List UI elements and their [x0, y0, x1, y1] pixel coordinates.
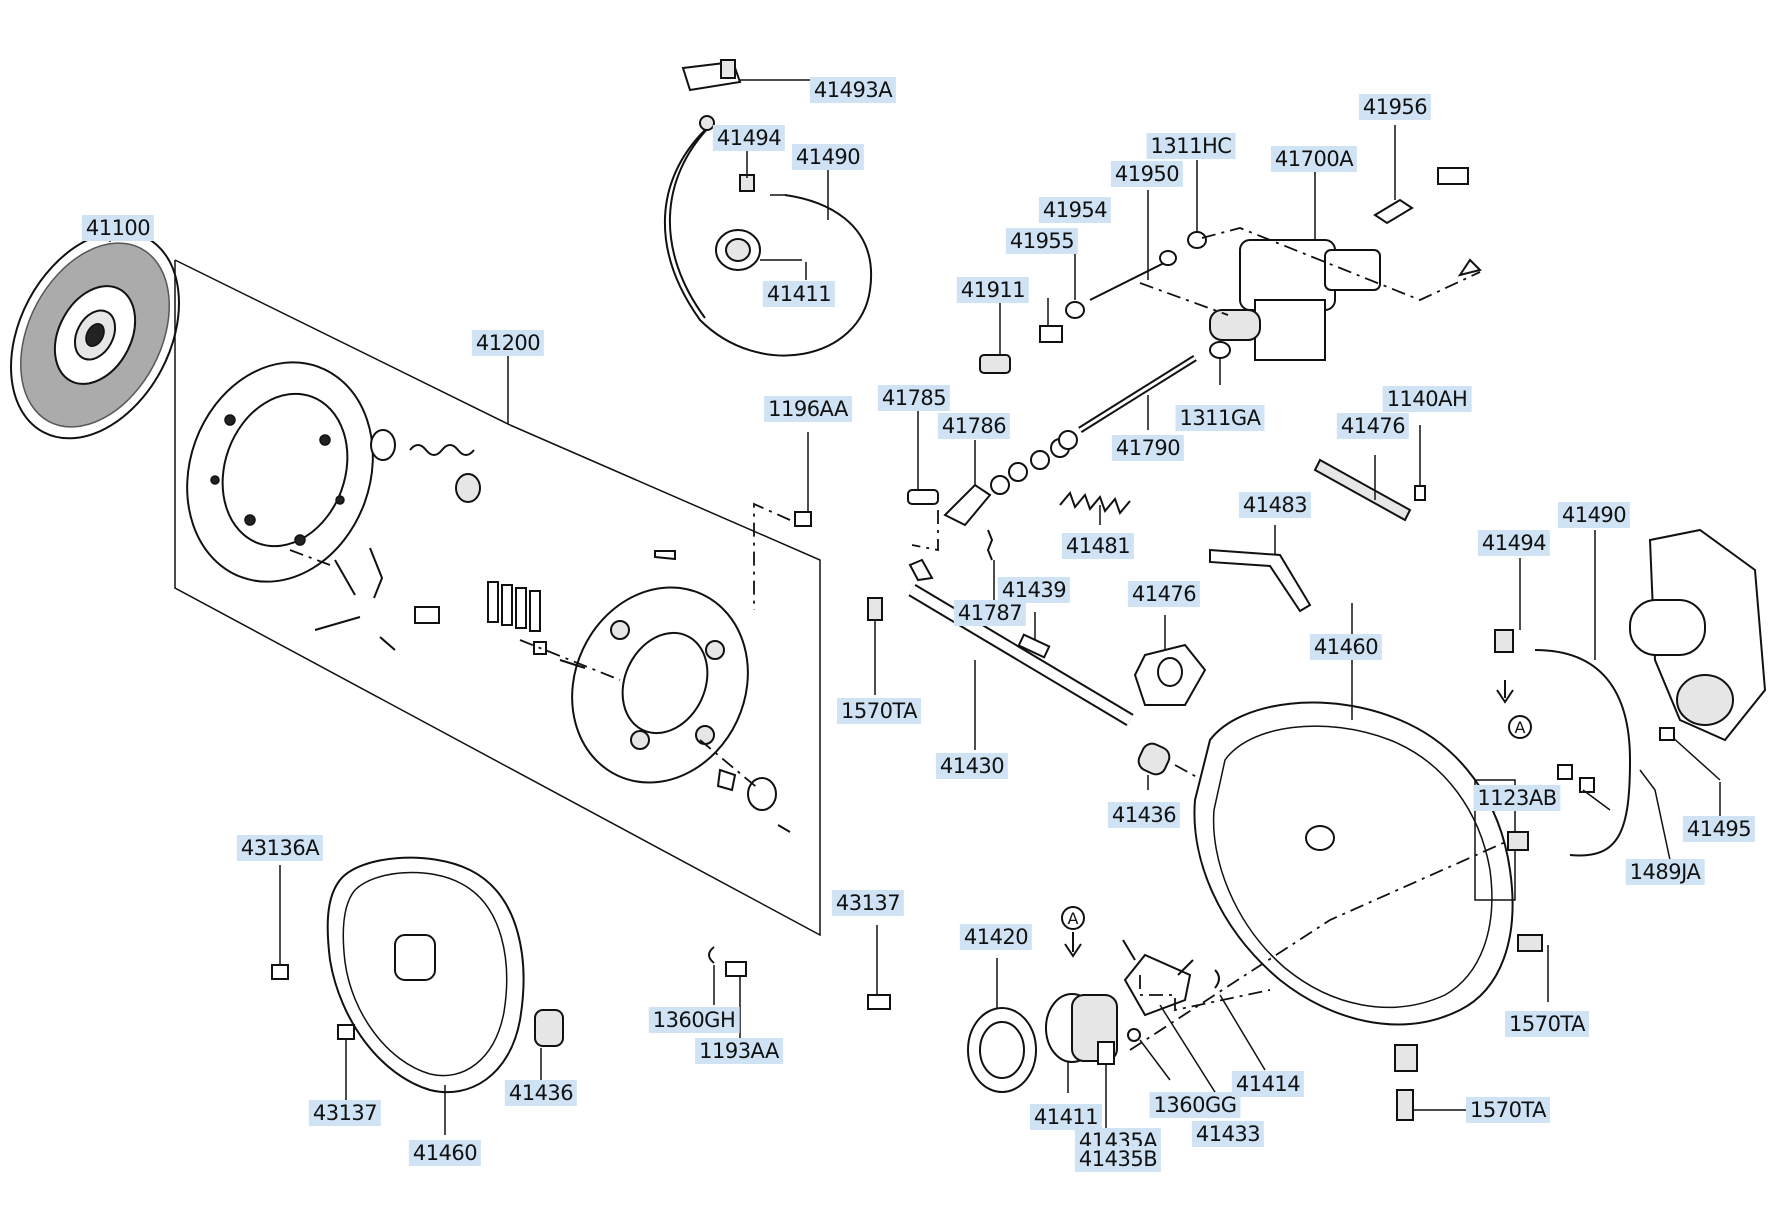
label-1123ab: 1123AB: [1473, 785, 1561, 811]
label-41790: 41790: [1111, 435, 1185, 461]
label-41411-bottom: 41411: [1029, 1104, 1103, 1130]
label-41430: 41430: [935, 753, 1009, 779]
label-41476-mid: 41476: [1127, 581, 1201, 607]
label-41495: 41495: [1682, 816, 1756, 842]
label-41494-right: 41494: [1477, 530, 1551, 556]
label-43137-mid: 43137: [831, 890, 905, 916]
label-1140ah: 1140AH: [1382, 386, 1472, 412]
label-1570ta-left: 1570TA: [836, 698, 922, 724]
label-43137-left: 43137: [308, 1100, 382, 1126]
label-41785: 41785: [877, 385, 951, 411]
transmission-housing: [1629, 528, 1767, 742]
label-41483: 41483: [1238, 492, 1312, 518]
label-41481: 41481: [1061, 533, 1135, 559]
label-1570ta-right: 1570TA: [1504, 1011, 1590, 1037]
label-1311hc: 1311HC: [1146, 133, 1236, 159]
label-1570ta-bottom: 1570TA: [1465, 1097, 1551, 1123]
label-41476-top: 41476: [1336, 413, 1410, 439]
label-41787: 41787: [953, 600, 1027, 626]
label-1489ja: 1489JA: [1625, 859, 1705, 885]
marker-a-bottom: A: [1068, 909, 1079, 928]
label-41200: 41200: [471, 330, 545, 356]
label-41435b: 41435B: [1074, 1146, 1162, 1172]
label-1193aa: 1193AA: [695, 1038, 783, 1064]
label-41436-mid: 41436: [1107, 802, 1181, 828]
label-41954: 41954: [1038, 197, 1112, 223]
pressure-plate: [571, 586, 749, 784]
clutch-disc-41100: [10, 230, 180, 440]
label-43136a: 43136A: [236, 835, 324, 861]
label-41786: 41786: [937, 413, 1011, 439]
label-41100: 41100: [81, 215, 155, 241]
master-cylinder-41700A: [1209, 239, 1381, 361]
label-1360gg: 1360GG: [1149, 1092, 1241, 1118]
marker-a-right: A: [1515, 718, 1526, 737]
label-1360gh: 1360GH: [648, 1007, 740, 1033]
label-41460-left: 41460: [408, 1140, 482, 1166]
bell-housing-left: [326, 856, 525, 1094]
label-41493a: 41493A: [809, 77, 897, 103]
label-1196aa: 1196AA: [764, 396, 852, 422]
label-41439: 41439: [997, 577, 1071, 603]
label-41494-top: 41494: [712, 125, 786, 151]
label-41490-top: 41490: [791, 144, 865, 170]
label-41420: 41420: [959, 924, 1033, 950]
label-41433: 41433: [1191, 1121, 1265, 1147]
label-41911: 41911: [956, 277, 1030, 303]
label-41950: 41950: [1110, 161, 1184, 187]
label-41956: 41956: [1358, 94, 1432, 120]
label-41436-left: 41436: [504, 1080, 578, 1106]
label-41414: 41414: [1231, 1071, 1305, 1097]
label-41490-right: 41490: [1557, 502, 1631, 528]
label-41955: 41955: [1005, 228, 1079, 254]
label-41460-right: 41460: [1309, 634, 1383, 660]
pressure-plate-cover: [186, 361, 374, 583]
label-1311ga: 1311GA: [1175, 405, 1265, 431]
clutch-housing-right: [1193, 701, 1516, 1026]
label-41411-top: 41411: [762, 281, 836, 307]
label-41700a: 41700A: [1270, 146, 1358, 172]
